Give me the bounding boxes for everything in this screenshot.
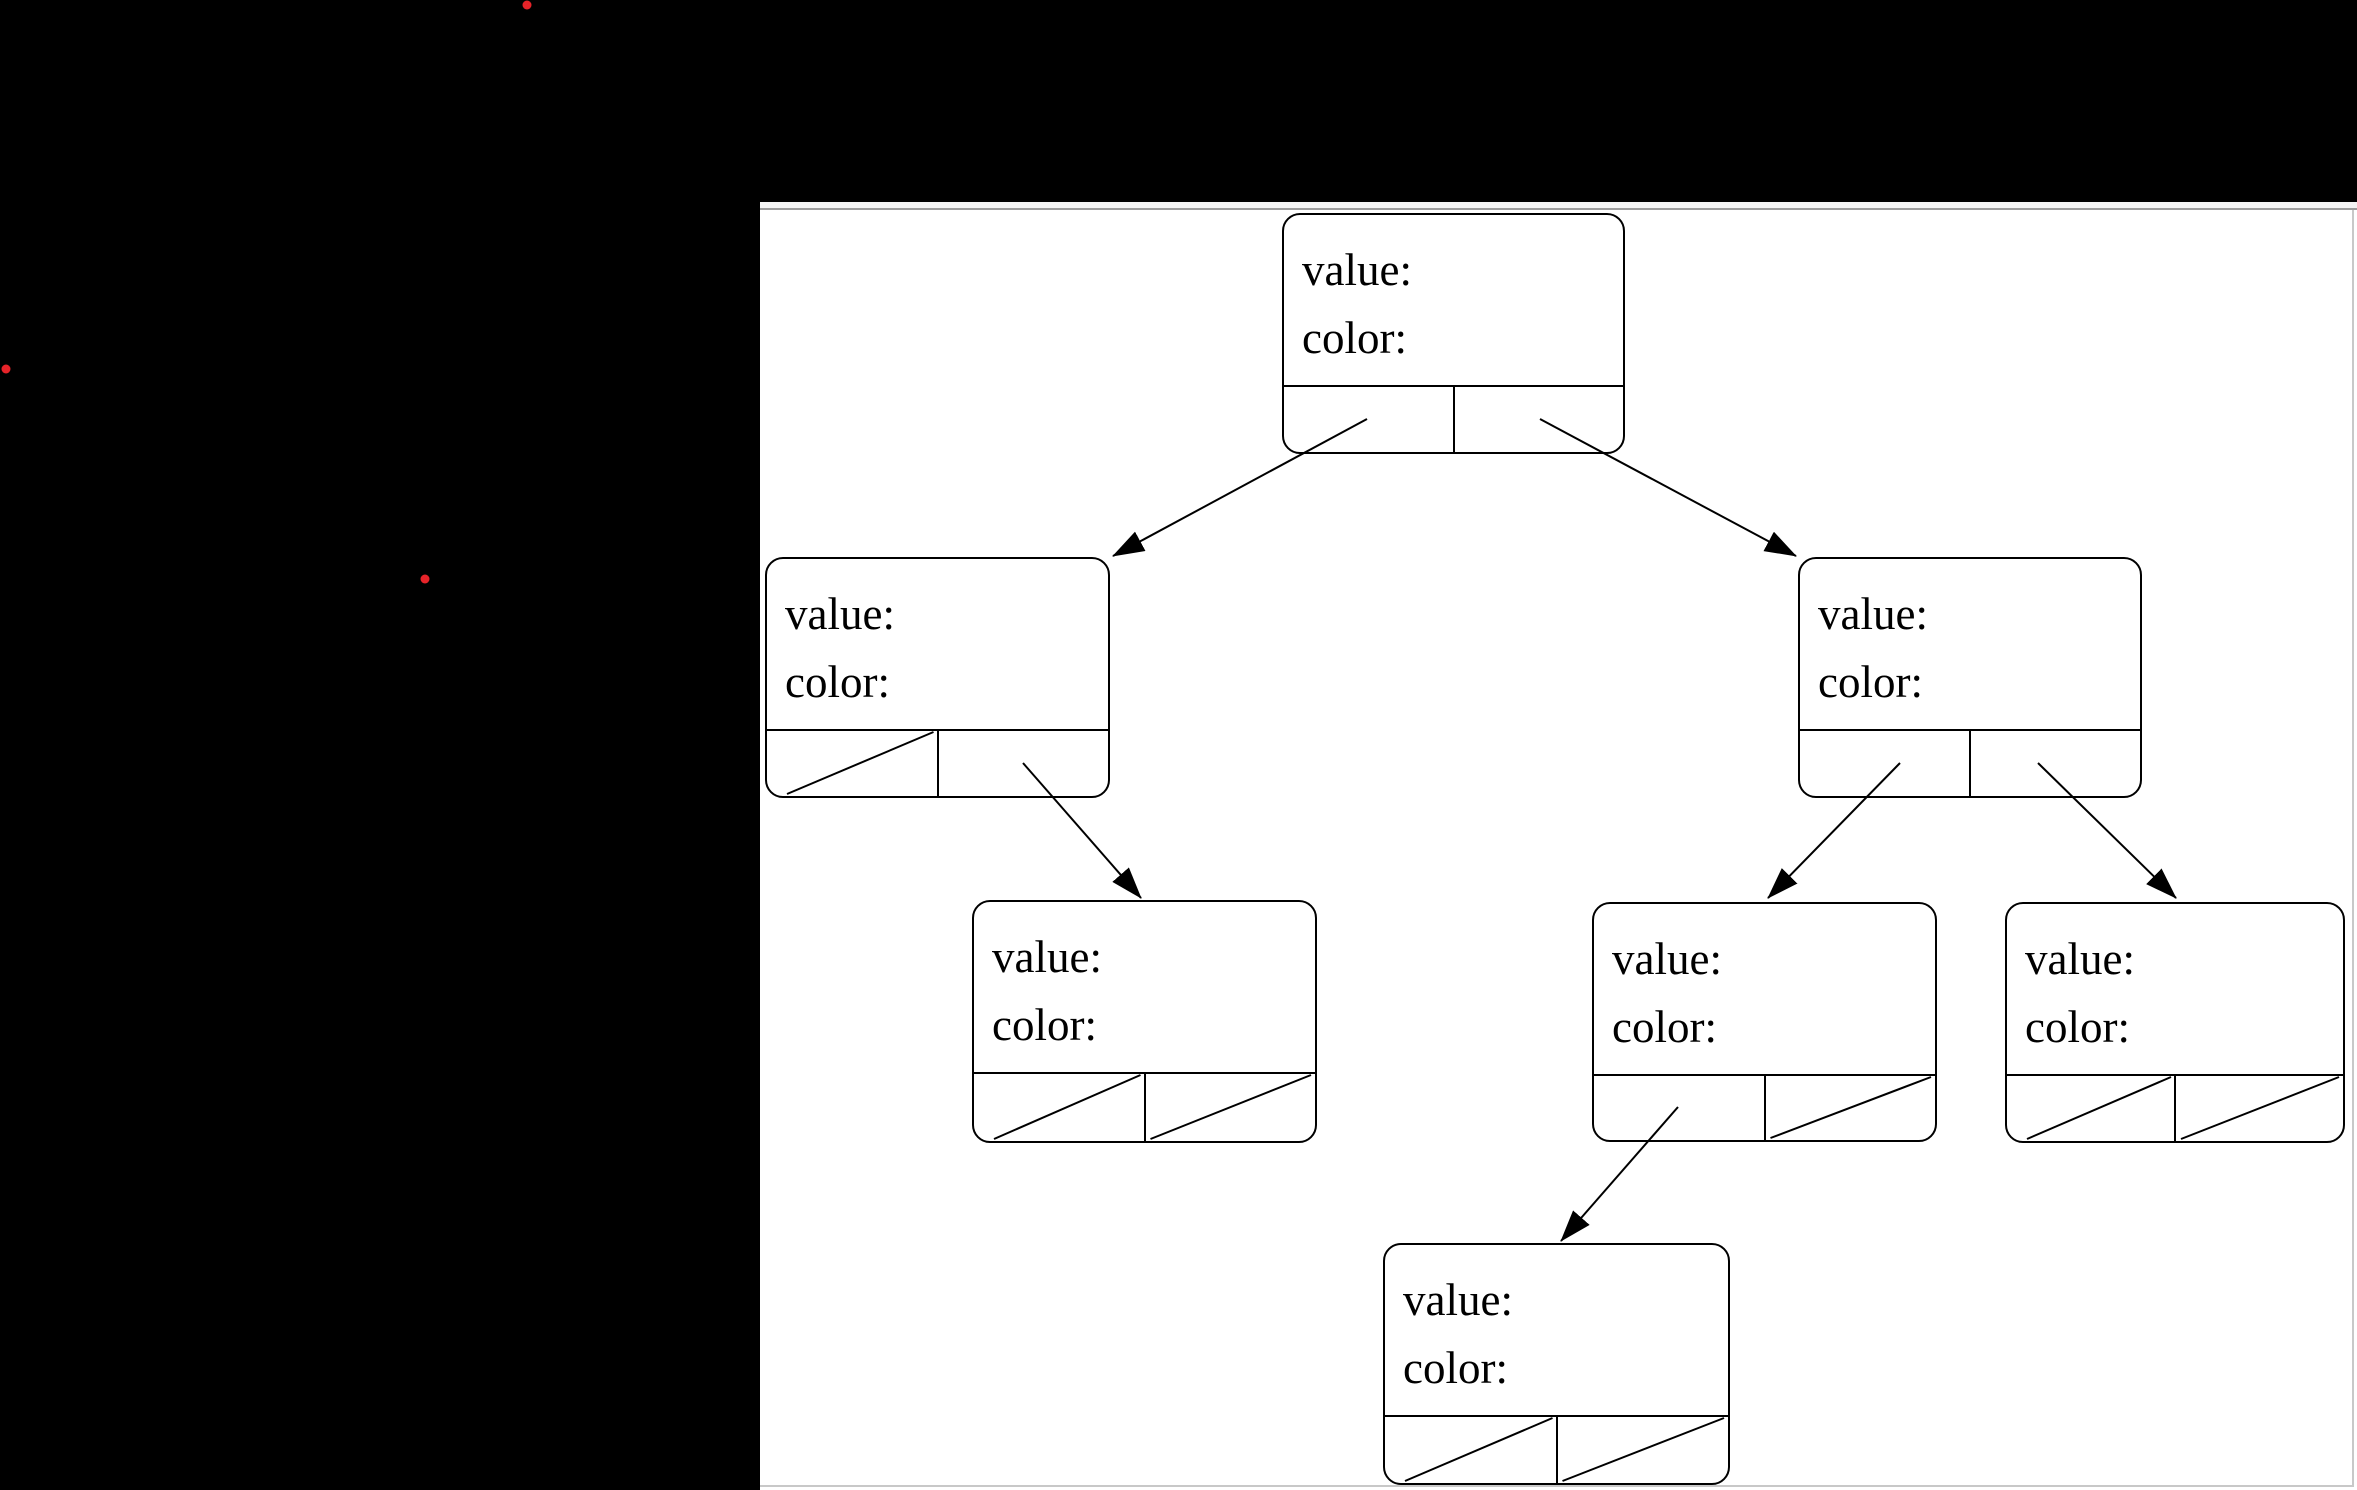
right-pointer-cell — [1143, 1074, 1316, 1141]
color-label: color: — [1818, 657, 1923, 707]
panel-right-border — [2352, 210, 2354, 1485]
left-pointer-cell — [1800, 731, 1969, 796]
value-label: value: — [785, 589, 895, 639]
node-fields: value: color: — [1385, 1245, 1728, 1415]
node-fields: value: color: — [2007, 904, 2343, 1074]
node-fields: value: color: — [767, 559, 1108, 729]
color-label: color: — [785, 657, 890, 707]
right-pointer-cell — [936, 731, 1109, 796]
color-label: color: — [1612, 1002, 1717, 1052]
node-fields: value: color: — [1800, 559, 2140, 729]
pointer-row — [767, 729, 1108, 796]
tree-node-left-child: value: color: — [765, 557, 1110, 798]
pointer-row — [1385, 1415, 1728, 1483]
color-label: color: — [992, 1000, 1097, 1050]
panel-bottom-border — [760, 1485, 2354, 1487]
value-label: value: — [1302, 245, 1412, 295]
tree-node-right-child: value: color: — [1798, 557, 2142, 798]
right-pointer-cell — [1763, 1076, 1936, 1140]
value-label: value: — [992, 932, 1102, 982]
left-pointer-cell — [974, 1074, 1144, 1141]
pointer-row — [974, 1072, 1315, 1141]
color-label: color: — [1302, 313, 1407, 363]
pointer-row — [1800, 729, 2140, 796]
left-pointer-cell — [2007, 1076, 2174, 1141]
value-label: value: — [2025, 934, 2135, 984]
node-fields: value: color: — [1594, 904, 1935, 1074]
tree-node-bottom-node: value: color: — [1383, 1243, 1730, 1485]
pointer-row — [2007, 1074, 2343, 1141]
right-pointer-cell — [1452, 387, 1624, 452]
left-pointer-cell — [1284, 387, 1453, 452]
right-pointer-cell — [1555, 1417, 1729, 1483]
tree-node-root: value: color: — [1282, 213, 1625, 454]
panel-top-band — [760, 202, 2357, 208]
tree-node-right-grandchild: value: color: — [2005, 902, 2345, 1143]
value-label: value: — [1403, 1275, 1513, 1325]
right-pointer-cell — [1969, 731, 2140, 796]
pointer-row — [1284, 385, 1623, 452]
panel-top-border — [760, 208, 2357, 210]
node-fields: value: color: — [974, 902, 1315, 1072]
left-pointer-cell — [1594, 1076, 1764, 1140]
pointer-row — [1594, 1074, 1935, 1140]
node-fields: value: color: — [1284, 215, 1623, 385]
color-label: color: — [1403, 1343, 1508, 1393]
left-pointer-cell — [1385, 1417, 1556, 1483]
left-pointer-cell — [767, 731, 937, 796]
tree-node-middle-grandchild: value: color: — [1592, 902, 1937, 1142]
value-label: value: — [1818, 589, 1928, 639]
value-label: value: — [1612, 934, 1722, 984]
right-pointer-cell — [2174, 1076, 2343, 1141]
color-label: color: — [2025, 1002, 2130, 1052]
tree-node-left-grandchild: value: color: — [972, 900, 1317, 1143]
